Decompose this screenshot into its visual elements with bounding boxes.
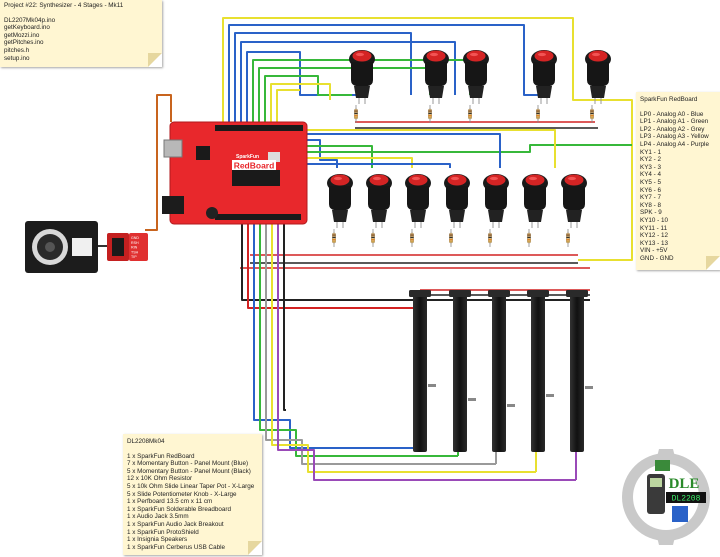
audio-pin-label: TSH: [131, 250, 139, 254]
pin-mapping-item: LP4 - Analog A4 - Purple: [640, 140, 709, 148]
bom-item: 1 x SparkFun Audio Jack Breakout: [127, 520, 224, 528]
pin-mapping-item: LP1 - Analog A1 - Green: [640, 118, 709, 126]
project-file-item: getMozzi.ino: [4, 31, 40, 39]
pin-mapping-item: KY7 - 7: [640, 194, 661, 202]
lower-buttons: [326, 173, 588, 229]
bom-item: 5 x Momentary Button - Panel Mount (Blac…: [127, 467, 251, 475]
pin-mapping-title: SparkFun RedBoard: [640, 96, 698, 103]
pin-mapping-item: LP2 - Analog A2 - Grey: [640, 125, 705, 133]
pin-mapping-item: KY13 - 13: [640, 239, 669, 247]
dle-logo: DLE DL2208: [622, 449, 710, 545]
pin-mapping-item: KY3 - 3: [640, 163, 661, 171]
pin-mapping-item: VIN - +5V: [640, 247, 668, 255]
pin-mapping-item: SPK - 9: [640, 209, 662, 217]
pin-mapping-item: KY2 - 2: [640, 156, 661, 164]
bom-item: 1 x Insignia Speakers: [127, 536, 188, 544]
project-note: Project #22: Synthesizer - 4 Stages - Mk…: [0, 0, 162, 67]
pin-mapping-item: KY12 - 12: [640, 232, 669, 240]
project-file-item: setup.ino: [4, 54, 30, 62]
board-brand: SparkFun: [236, 154, 259, 160]
project-file-item: pitches.h: [4, 46, 30, 54]
project-file-item: getKeyboard.ino: [4, 24, 50, 32]
bom-item: 1 x SparkFun Solderable Breadboard: [127, 505, 231, 513]
audio-pin-label: GND: [131, 236, 139, 240]
bom-item: 1 x SparkFun RedBoard: [127, 452, 195, 460]
pin-mapping-item: LP0 - Analog A0 - Blue: [640, 110, 704, 118]
bom-item: 1 x SparkFun ProtoShield: [127, 528, 199, 536]
pin-mapping-item: KY5 - 5: [640, 178, 661, 186]
slide-potentiometers: [409, 290, 593, 452]
bom-item: 12 x 10K Ohm Resistor: [127, 475, 193, 483]
bom-item: 5 x Slide Potentiometer Knob - X-Large: [127, 490, 237, 498]
upper-resistors: [353, 104, 595, 124]
pin-mapping-item: KY10 - 10: [640, 216, 669, 224]
logo-text: DLE: [669, 476, 700, 492]
bom-item: 5 x 10k Ohm Slide Linear Taper Pot - X-L…: [127, 482, 255, 490]
audio-pin-label: RIN: [131, 246, 138, 250]
bom-item: 1 x Perfboard 13.5 cm x 11 cm: [127, 498, 213, 506]
pin-mapping-item: KY11 - 11: [640, 224, 668, 232]
pin-mapping-item: LP3 - Analog A3 - Yellow: [640, 133, 709, 141]
board-name: RedBoard: [234, 161, 275, 171]
pin-mapping-note: SparkFun RedBoard LP0 - Analog A0 - Blue…: [636, 92, 720, 270]
pin-mapping-item: GND - GND: [640, 254, 674, 262]
pin-mapping-item: KY4 - 4: [640, 171, 661, 179]
pin-mapping-item: KY8 - 8: [640, 201, 661, 209]
upper-buttons: [348, 49, 612, 105]
redboard: RedBoard SparkFun: [162, 121, 308, 225]
pin-mapping-item: KY1 - 1: [640, 148, 661, 156]
project-file-item: getPitches.ino: [4, 39, 44, 47]
lower-resistors: [331, 228, 571, 248]
audio-pin-label: RSH: [131, 241, 139, 245]
speaker: [25, 221, 98, 273]
bom-title: DL2208Mk04: [127, 438, 165, 445]
bom-item: 7 x Momentary Button - Panel Mount (Blue…: [127, 460, 249, 468]
bom-item: 1 x Audio Jack 3.5mm: [127, 513, 189, 521]
logo-display: DL2208: [672, 495, 701, 504]
audio-pin-label: TIP: [131, 255, 137, 259]
bom-item: 1 x SparkFun Cerberus USB Cable: [127, 543, 225, 551]
project-file-item: DL2207Mk04p.ino: [4, 16, 56, 24]
project-title: Project #22: Synthesizer - 4 Stages - Mk…: [4, 2, 124, 9]
pin-mapping-item: KY6 - 6: [640, 186, 661, 194]
